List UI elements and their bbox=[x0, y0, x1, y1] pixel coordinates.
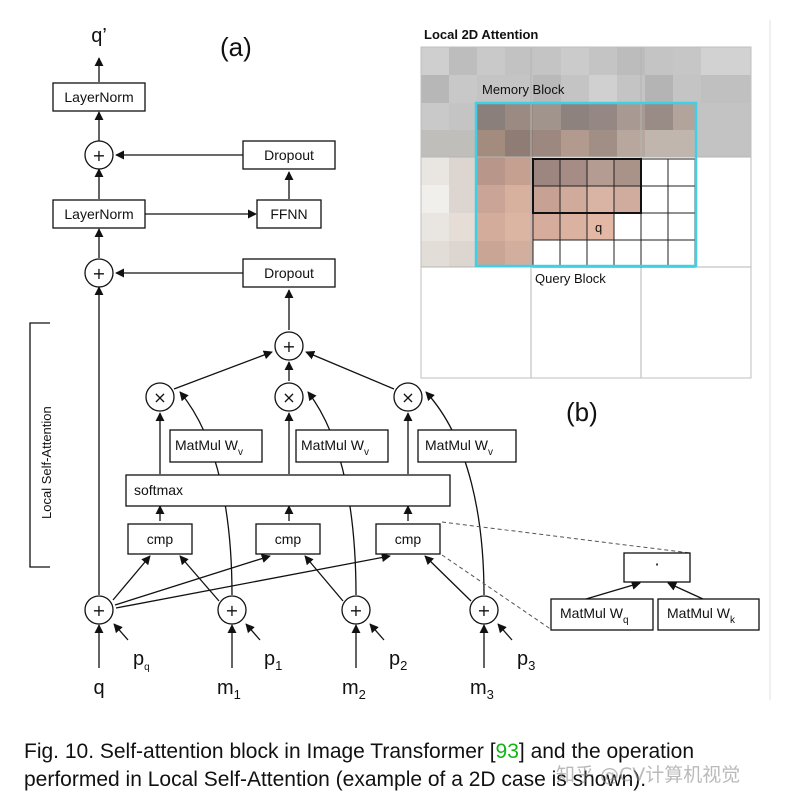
attention-title: Local 2D Attention bbox=[424, 27, 538, 42]
figure-diagram: Local 2D Attention bbox=[29, 20, 771, 702]
multiply-2-symbol: × bbox=[282, 388, 295, 407]
add-m3-symbol: + bbox=[477, 601, 490, 620]
cmp-3-box bbox=[375, 523, 441, 555]
matmul-q-box bbox=[550, 598, 654, 631]
add-m3-circle bbox=[469, 595, 499, 625]
add-q-symbol: + bbox=[92, 601, 105, 620]
cmp-2-box bbox=[255, 523, 321, 555]
multiply-1-circle bbox=[145, 382, 175, 412]
m3-label: m3 bbox=[470, 677, 494, 702]
p1-label: p1 bbox=[264, 648, 282, 673]
add-top-circle bbox=[84, 140, 114, 170]
add-m2-circle bbox=[341, 595, 371, 625]
add-m2-symbol: + bbox=[349, 601, 362, 620]
add-m1-circle bbox=[217, 595, 247, 625]
dot-product-label: · bbox=[654, 555, 659, 574]
cmp-1-box bbox=[127, 523, 193, 555]
memory-block-outline bbox=[474, 101, 698, 268]
matmul-v-1-label: MatMul Wv bbox=[175, 437, 243, 458]
cmp-1-label: cmp bbox=[147, 531, 174, 547]
ffnn-label: FFNN bbox=[270, 206, 307, 222]
multiply-2-circle bbox=[274, 382, 304, 412]
layernorm-top-box bbox=[52, 82, 146, 112]
add-middle-symbol: + bbox=[92, 264, 105, 283]
add-attention-circle bbox=[274, 331, 304, 361]
dropout-bottom-label: Dropout bbox=[264, 265, 314, 281]
matmul-q-label: MatMul Wq bbox=[560, 605, 629, 626]
add-attention-symbol: + bbox=[282, 337, 295, 356]
q-input-label: q bbox=[93, 677, 104, 699]
figure-caption: Fig. 10. Self-attention block in Image T… bbox=[24, 738, 776, 794]
p3-label: p3 bbox=[517, 648, 535, 673]
cmp-2-label: cmp bbox=[275, 531, 302, 547]
softmax-box bbox=[125, 474, 451, 507]
matmul-v-3-box bbox=[417, 429, 517, 463]
dropout-bottom-box bbox=[242, 258, 336, 288]
query-block-label: Query Block bbox=[535, 271, 606, 286]
matmul-v-2-label: MatMul Wv bbox=[301, 437, 369, 458]
transformer-block-diagram: Local Self-Attention LayerNorm Dropout L… bbox=[29, 25, 760, 702]
layernorm-bottom-box bbox=[52, 199, 146, 229]
watermark: 知乎 @CV计算机视觉 bbox=[556, 764, 741, 786]
cmp-3-label: cmp bbox=[395, 531, 422, 547]
panel-a-label: (a) bbox=[220, 32, 252, 62]
q-output-label: q’ bbox=[91, 25, 107, 47]
multiply-3-symbol: × bbox=[401, 388, 414, 407]
layernorm-bottom-label: LayerNorm bbox=[64, 206, 133, 222]
p2-label: p2 bbox=[389, 648, 407, 673]
layernorm-top-label: LayerNorm bbox=[64, 89, 133, 105]
pq-label: pq bbox=[133, 648, 150, 673]
matmul-v-1-box bbox=[169, 429, 263, 463]
add-top-symbol: + bbox=[92, 146, 105, 165]
ffnn-box bbox=[256, 199, 322, 229]
matmul-v-2-box bbox=[295, 429, 389, 463]
caption-prefix: Fig. 10. Self-attention block in Image T… bbox=[24, 740, 496, 763]
add-middle-circle bbox=[84, 258, 114, 288]
query-cell-label: q bbox=[595, 220, 602, 235]
memory-block-label: Memory Block bbox=[482, 82, 565, 97]
m1-label: m1 bbox=[217, 677, 241, 702]
panel-b-label: (b) bbox=[566, 397, 598, 427]
local-2d-attention-panel: Local 2D Attention bbox=[420, 20, 771, 700]
add-m1-symbol: + bbox=[225, 601, 238, 620]
dropout-top-box bbox=[242, 140, 336, 170]
pixel-grid bbox=[421, 47, 751, 378]
multiply-3-circle bbox=[393, 382, 423, 412]
add-q-circle bbox=[84, 595, 114, 625]
matmul-k-label: MatMul Wk bbox=[667, 605, 736, 626]
local-self-attention-label: Local Self-Attention bbox=[39, 406, 54, 519]
matmul-v-3-label: MatMul Wv bbox=[425, 437, 493, 458]
caption-suffix: ] and the operation performed in Local S… bbox=[24, 740, 695, 791]
dot-product-box bbox=[623, 552, 691, 583]
matmul-k-box bbox=[657, 598, 760, 631]
m2-label: m2 bbox=[342, 677, 366, 702]
dropout-top-label: Dropout bbox=[264, 147, 314, 163]
caption-reference-link[interactable]: 93 bbox=[495, 740, 519, 763]
softmax-label: softmax bbox=[134, 482, 183, 498]
multiply-1-symbol: × bbox=[153, 388, 166, 407]
